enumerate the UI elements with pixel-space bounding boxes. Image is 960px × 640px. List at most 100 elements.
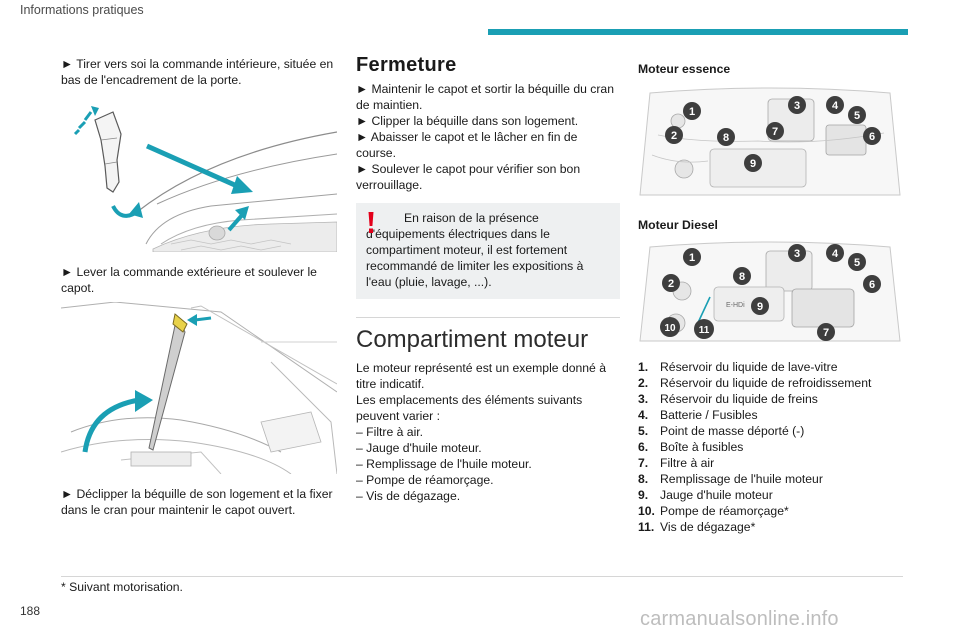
essence-badge-1: 1 xyxy=(683,102,701,120)
instruction-1: ► Tirer vers soi la commande intérieure,… xyxy=(61,57,334,87)
engine-diagram-essence: 1 2 3 4 5 6 7 8 9 xyxy=(639,87,901,196)
svg-text:5: 5 xyxy=(854,257,860,269)
instruction-3: ► Déclipper la béquille de son logement … xyxy=(61,487,333,517)
variable-item-2: – Jauge d'huile moteur. xyxy=(356,441,482,455)
engine-diagram-diesel: E-HDi 1 2 3 4 5 6 7 8 9 10 11 xyxy=(639,241,901,342)
illustration-hood-prop xyxy=(60,301,338,475)
svg-text:11: 11 xyxy=(699,325,710,336)
essence-badge-4: 4 xyxy=(826,96,844,114)
page-number: 188 xyxy=(20,604,41,618)
column-middle: Fermeture ► Maintenir le capot et sortir… xyxy=(356,54,620,504)
fermeture-step-1: ► Maintenir le capot et sortir la béquil… xyxy=(356,82,614,112)
svg-text:5: 5 xyxy=(854,110,860,122)
illustration-interior-release xyxy=(73,106,338,253)
svg-text:3: 3 xyxy=(794,100,800,112)
interior-lever-illustration xyxy=(94,111,122,193)
section-heading-compartiment: Compartiment moteur xyxy=(356,326,589,353)
hood-latch-arrow-icon xyxy=(187,314,212,326)
diesel-badges: 1 2 3 4 5 6 7 8 9 10 11 xyxy=(660,244,881,341)
svg-text:9: 9 xyxy=(757,301,763,313)
svg-text:7: 7 xyxy=(823,327,829,339)
legend-item: 1.Réservoir du liquide de lave-vitre xyxy=(638,360,838,374)
prop-rotate-arrow-icon xyxy=(82,390,153,453)
svg-text:1: 1 xyxy=(689,252,695,264)
svg-text:9: 9 xyxy=(750,158,756,170)
diesel-badge-8: 8 xyxy=(733,267,751,285)
legend-item: 7.Filtre à air xyxy=(638,456,715,470)
diesel-badge-2: 2 xyxy=(662,274,680,292)
legend-item: 8.Remplissage de l'huile moteur xyxy=(638,472,823,486)
legend-item: 11.Vis de dégazage* xyxy=(638,520,756,534)
variable-item-3: – Remplissage de l'huile moteur. xyxy=(356,457,532,471)
diesel-badge-10: 10 xyxy=(660,317,680,337)
diesel-bay-outline xyxy=(639,241,901,342)
instruction-2: ► Lever la commande extérieure et soulev… xyxy=(61,265,317,295)
svg-text:1: 1 xyxy=(689,106,695,118)
warning-box: En raison de la présence d'équipements é… xyxy=(356,203,620,299)
variable-item-5: – Vis de dégazage. xyxy=(356,489,461,503)
diesel-badge-3: 3 xyxy=(788,244,806,262)
watermark: carmanualsonline.info xyxy=(640,608,839,630)
legend-item: 2.Réservoir du liquide de refroidissemen… xyxy=(638,376,872,390)
footnote-divider xyxy=(61,576,903,577)
essence-badge-5: 5 xyxy=(848,106,866,124)
footnote: * Suivant motorisation. xyxy=(61,580,183,594)
diesel-badge-4: 4 xyxy=(826,244,844,262)
legend-item: 5.Point de masse déporté (-) xyxy=(638,424,805,438)
essence-badge-6: 6 xyxy=(863,127,881,145)
engine-label-diesel: Moteur Diesel xyxy=(638,218,718,232)
component-legend: 1.Réservoir du liquide de lave-vitre 2.R… xyxy=(638,359,902,535)
svg-text:4: 4 xyxy=(832,248,839,260)
svg-text:3: 3 xyxy=(794,248,800,260)
essence-badge-8: 8 xyxy=(717,128,735,146)
svg-text:6: 6 xyxy=(869,279,875,291)
legend-item: 3.Réservoir du liquide de freins xyxy=(638,392,818,406)
warning-exclamation-icon xyxy=(368,212,374,233)
header-accent-bar xyxy=(488,29,908,35)
warning-text: En raison de la présence d'équipements é… xyxy=(366,211,584,289)
intro-text-1: Le moteur représenté est un exemple donn… xyxy=(356,361,607,391)
hood-arrow-icon xyxy=(145,143,253,194)
fermeture-step-2: ► Clipper la béquille dans son logement. xyxy=(356,114,579,128)
prop-rod-illustration xyxy=(148,313,188,451)
fermeture-step-3: ► Abaisser le capot et le lâcher en fin … xyxy=(356,130,578,160)
diesel-badge-9: 9 xyxy=(751,297,769,315)
essence-badge-9: 9 xyxy=(744,154,762,172)
svg-text:7: 7 xyxy=(772,126,778,138)
section-divider xyxy=(356,317,620,318)
intro-text-2: Les emplacements des éléments suivants p… xyxy=(356,393,583,423)
fermeture-heading: Fermeture xyxy=(356,54,457,76)
column-left: ► Tirer vers soi la commande intérieure,… xyxy=(60,56,338,518)
diesel-badge-7: 7 xyxy=(817,323,835,341)
diesel-badge-11: 11 xyxy=(694,319,714,339)
engine-badge-text: E-HDi xyxy=(726,302,745,309)
legend-item: 6.Boîte à fusibles xyxy=(638,440,744,454)
svg-text:8: 8 xyxy=(739,271,745,283)
up-arrow-icon xyxy=(227,206,249,232)
legend-item: 4.Batterie / Fusibles xyxy=(638,408,758,422)
diesel-badge-6: 6 xyxy=(863,275,881,293)
grille-illustration xyxy=(152,221,338,253)
svg-text:8: 8 xyxy=(723,132,729,144)
essence-badges: 1 2 3 4 5 6 7 8 9 xyxy=(665,96,881,172)
fermeture-step-4: ► Soulever le capot pour vérifier son bo… xyxy=(356,162,581,192)
variable-item-1: – Filtre à air. xyxy=(356,425,424,439)
diesel-badge-1: 1 xyxy=(683,248,701,266)
pull-arrow-icon xyxy=(73,106,99,136)
essence-badge-3: 3 xyxy=(788,96,806,114)
lift-arrow-icon xyxy=(111,202,143,218)
svg-text:4: 4 xyxy=(832,100,839,112)
header-title: Informations pratiques xyxy=(20,3,144,17)
column-right: Moteur essence 1 2 3 4 5 6 7 8 9 Moteur … xyxy=(638,61,902,535)
svg-text:6: 6 xyxy=(869,131,875,143)
svg-text:10: 10 xyxy=(664,323,676,334)
legend-item: 9.Jauge d'huile moteur xyxy=(638,488,773,502)
variable-item-4: – Pompe de réamorçage. xyxy=(356,473,494,487)
svg-text:2: 2 xyxy=(671,130,677,142)
legend-item: 10.Pompe de réamorçage* xyxy=(638,504,789,518)
engine-label-essence: Moteur essence xyxy=(638,62,731,76)
essence-badge-2: 2 xyxy=(665,126,683,144)
essence-badge-7: 7 xyxy=(766,122,784,140)
diesel-badge-5: 5 xyxy=(848,253,866,271)
svg-text:2: 2 xyxy=(668,278,674,290)
